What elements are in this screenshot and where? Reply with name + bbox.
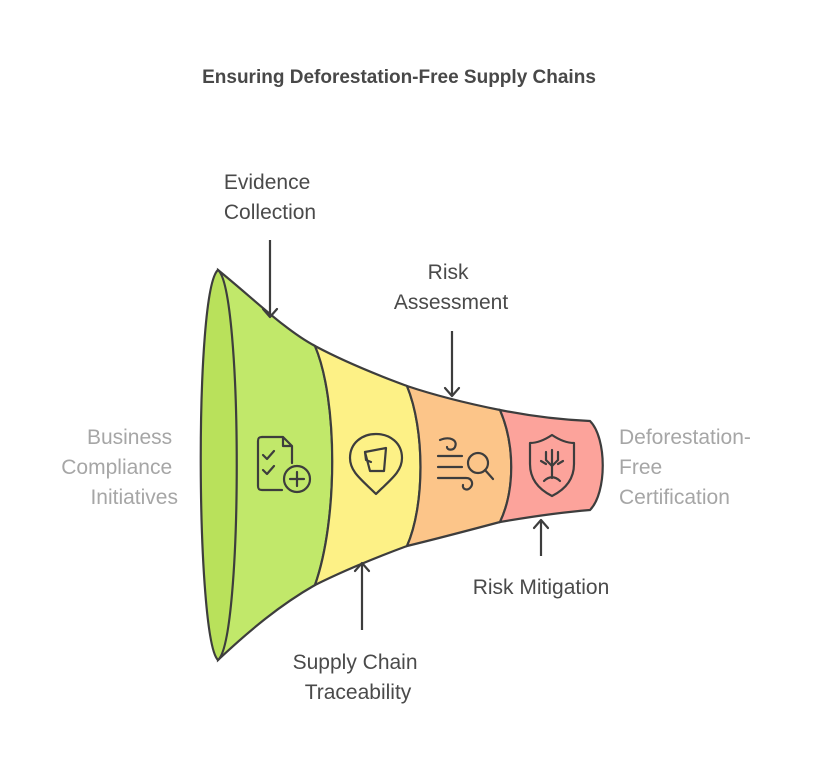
location-pin-icon <box>348 432 404 496</box>
diagram-title: Ensuring Deforestation-Free Supply Chain… <box>202 67 596 88</box>
shield-tree-icon <box>528 433 576 498</box>
search-icon <box>436 437 495 491</box>
stage-label-supply-chain-traceability: Supply Chain Traceability <box>293 651 424 704</box>
input-label: Business Compliance Initiatives <box>61 426 178 509</box>
risk-mitigation-arrow <box>532 518 550 556</box>
evidence-collection-arrow <box>261 240 279 319</box>
risk-assessment-arrow <box>443 331 461 398</box>
supply-chain-traceability-arrow <box>353 561 371 630</box>
stage-label-evidence-collection: Evidence Collection <box>224 171 316 224</box>
stage-label-risk-assessment: Risk Assessment <box>394 261 509 314</box>
funnel-mouth <box>199 268 238 662</box>
checklist-plus-icon <box>256 435 312 494</box>
stage-label-risk-mitigation: Risk Mitigation <box>473 576 610 599</box>
output-label: Deforestation- Free Certification <box>619 426 757 509</box>
